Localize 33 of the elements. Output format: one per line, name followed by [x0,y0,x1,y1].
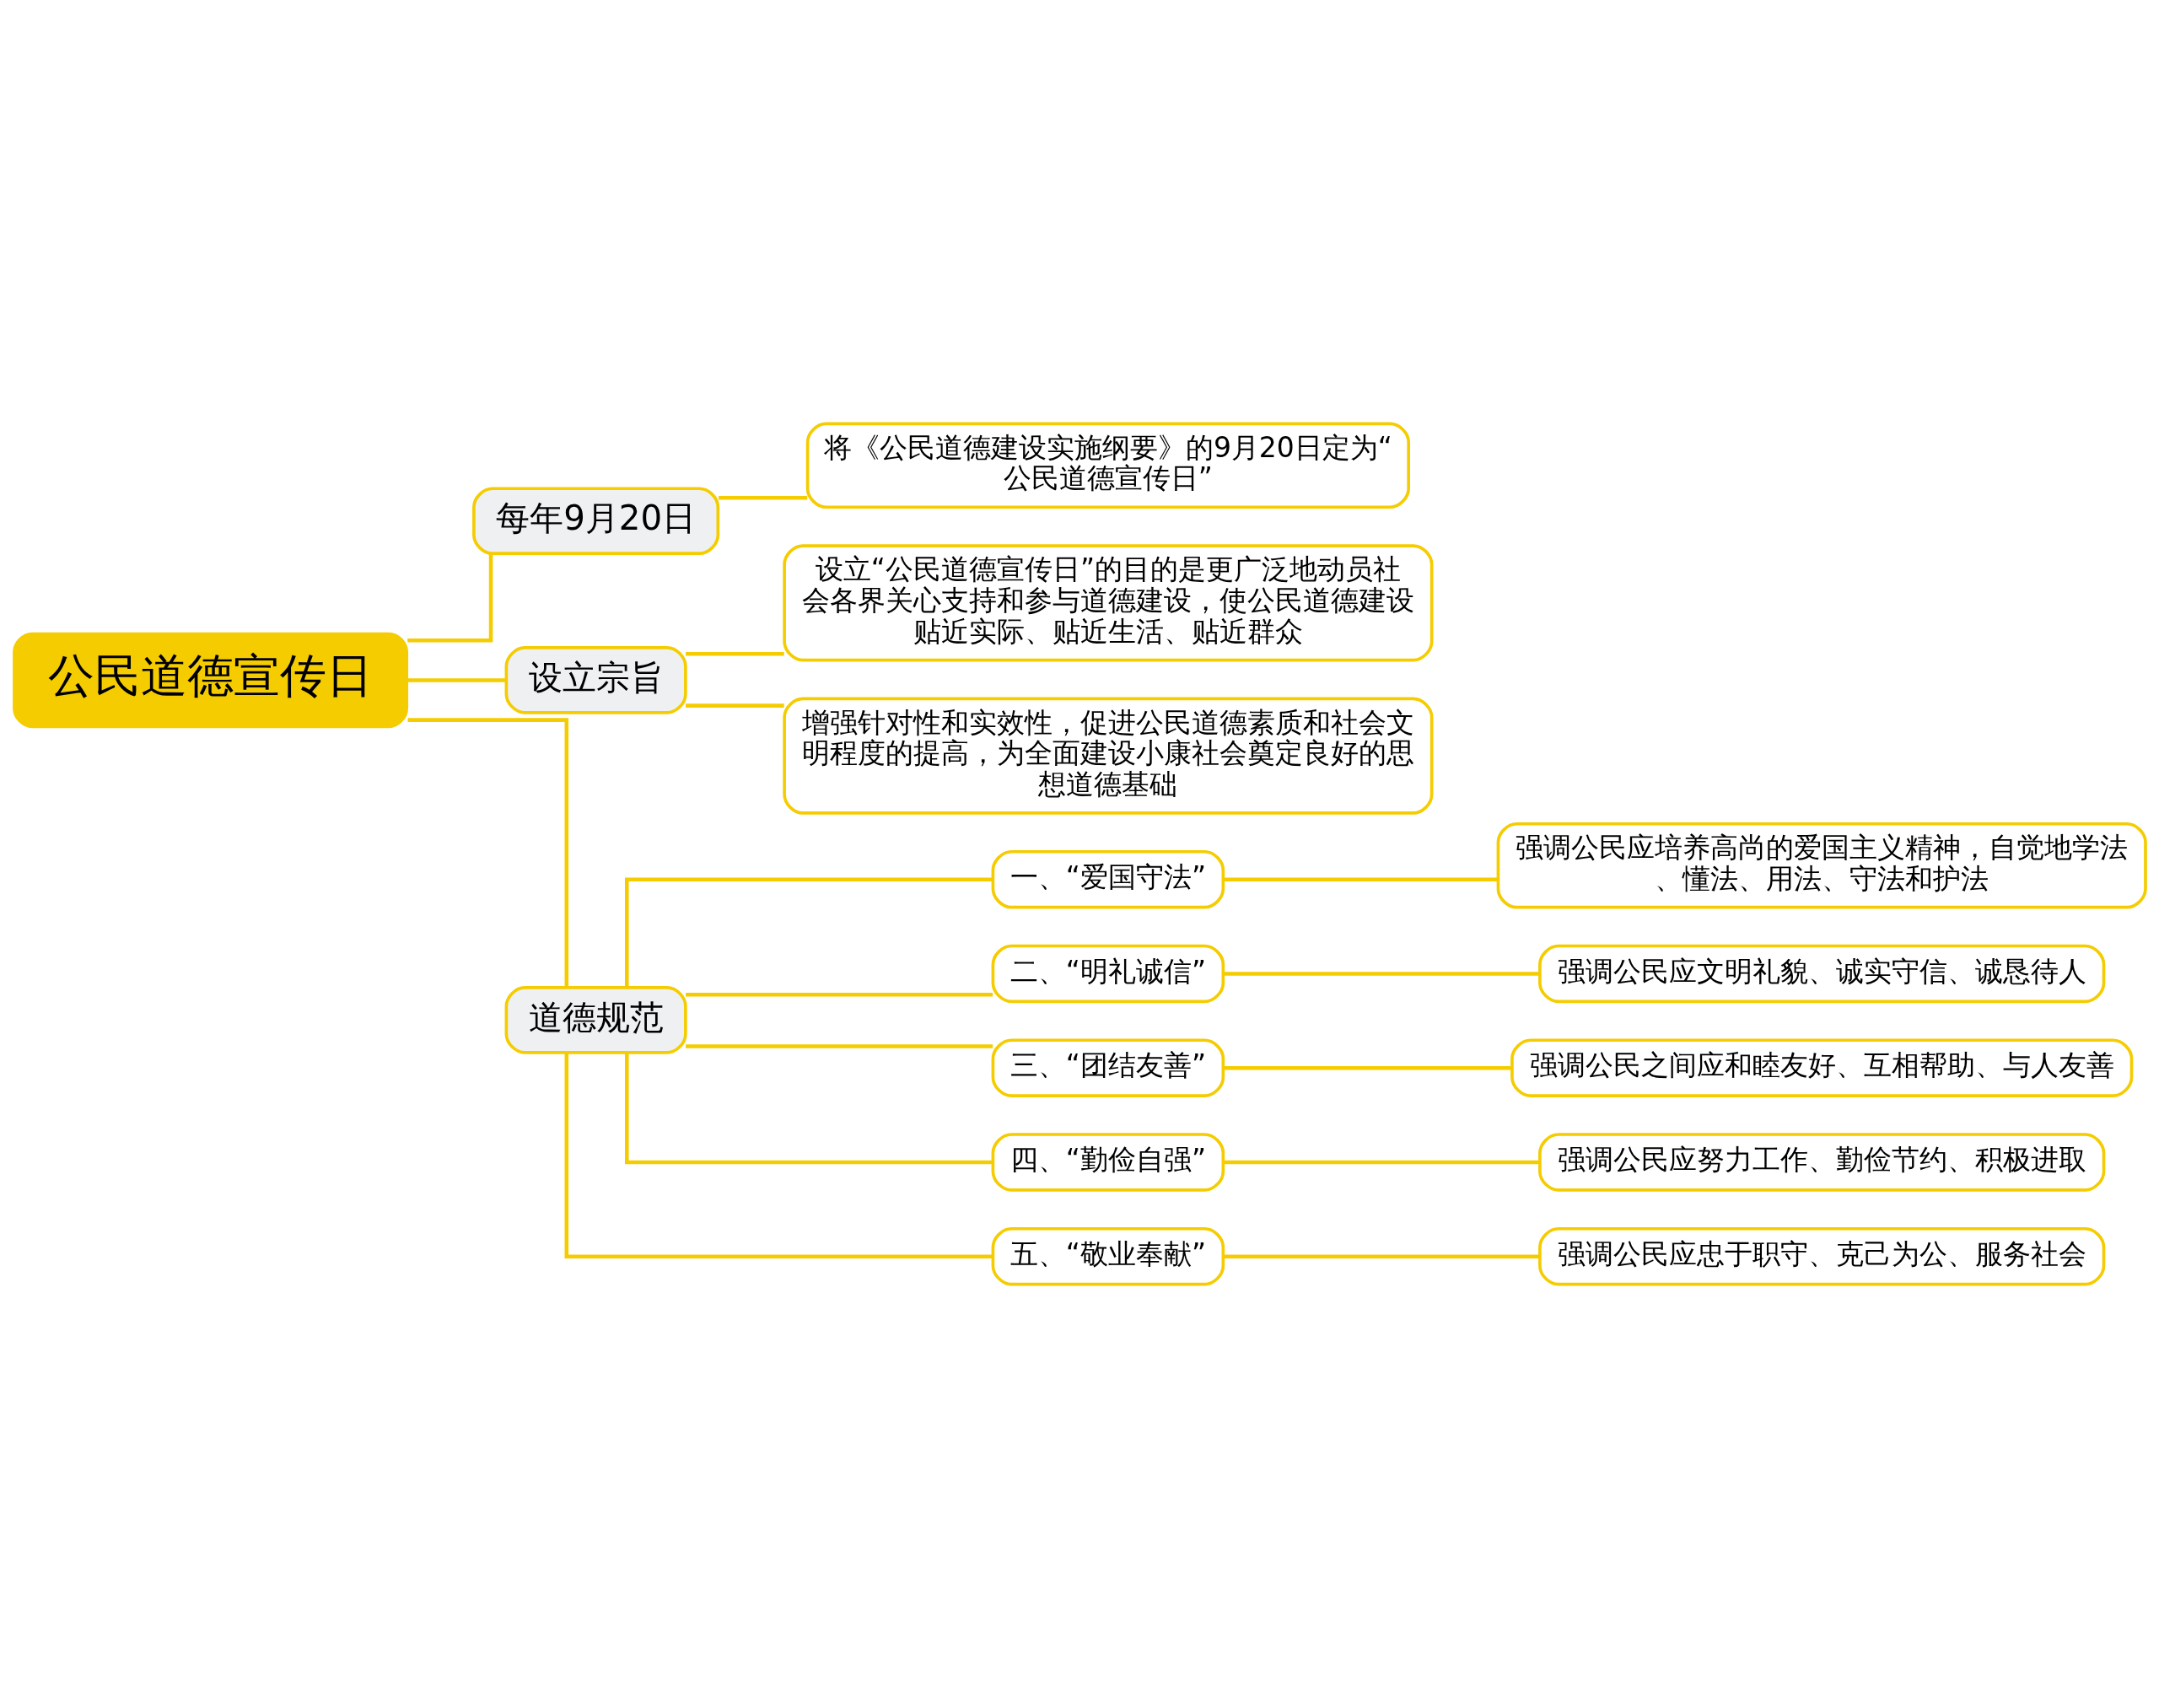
node-box: 将《公民道德建设实施纲要》的9月20日定为“公民道德宣传日” [805,422,1410,509]
connector [686,652,784,656]
node-box: 设立宗旨 [504,646,687,714]
connector [686,703,784,708]
connector [407,678,507,682]
connector [686,992,993,997]
connector [625,1053,993,1165]
node-box: 强调公民应努力工作、勤俭节约、积极进取 [1538,1133,2106,1192]
connector [719,495,808,500]
connector [1223,972,1540,976]
node-box: 二、“明礼诚信” [991,944,1225,1004]
node-box: 强调公民之间应和睦友好、互相帮助、与人友善 [1510,1038,2134,1097]
connector [407,718,569,988]
connector [407,553,493,643]
node-box: 五、“敬业奉献” [991,1226,1225,1286]
node-box: 四、“勤俭自强” [991,1133,1225,1192]
connector [1223,1254,1540,1258]
node-box: 每年9月20日 [472,487,720,556]
node-box: 增强针对性和实效性，促进公民道德素质和社会文明程度的提高，为全面建设小康社会奠定良好的思想道德基础 [783,697,1434,815]
node-box: 三、“团结友善” [991,1038,1225,1097]
connector [1223,1160,1540,1165]
connector [686,1044,993,1048]
node-box: 一、“爱国守法” [991,849,1225,909]
connector [564,1053,993,1258]
node-box: 道德规范 [504,986,687,1054]
connector [625,877,993,988]
node-box: 设立“公民道德宣传日”的目的是更广泛地动员社会各界关心支持和参与道德建设，使公民道德建设贴近实际、贴近生活、贴近群众 [783,544,1434,662]
node-box: 强调公民应忠于职守、克己为公、服务社会 [1538,1226,2106,1286]
connector [1223,877,1499,881]
connector [1223,1065,1512,1070]
node-box: 强调公民应培养高尚的爱国主义精神，自觉地学法、懂法、用法、守法和护法 [1496,822,2147,909]
node-box: 强调公民应文明礼貌、诚实守信、诚恳待人 [1538,944,2106,1004]
node-box: 公民道德宣传日 [13,632,409,729]
